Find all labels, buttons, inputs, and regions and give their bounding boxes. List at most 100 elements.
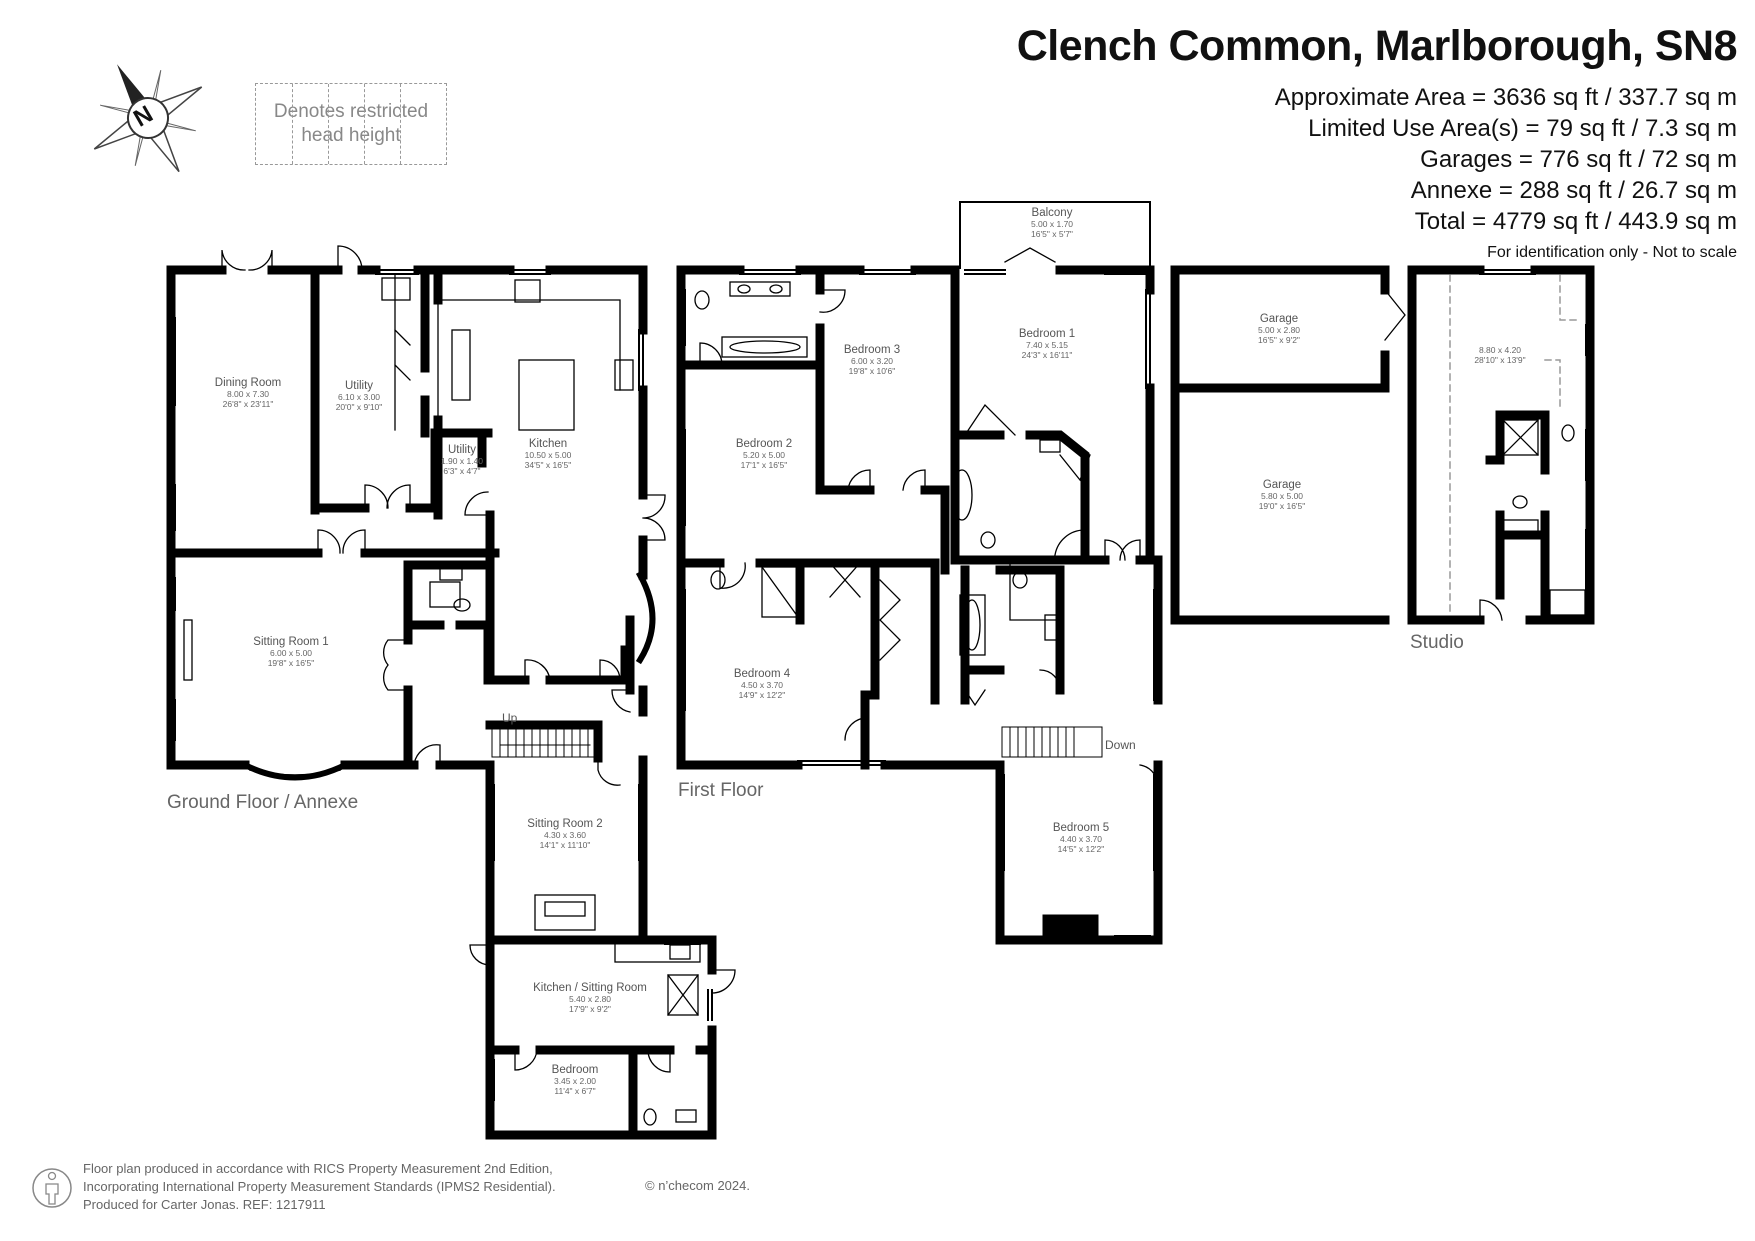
room-metric: 4.30 x 3.60 [543,830,587,841]
room-imperial: 19'8" x 16'5" [267,657,315,668]
ground-floor-walls [166,265,717,1140]
room-imperial: 24'3" x 16'11" [1021,349,1073,360]
first-floor-label: First Floor [678,780,764,801]
room-name: Garage [1262,479,1302,491]
room-name: Utility [344,380,374,392]
room-kitchen: Kitchen 10.50 x 5.00 34'5" x 16'5" [525,438,572,471]
room-imperial: 16'5" x 9'2" [1258,334,1300,345]
room-imperial: 17'1" x 16'5" [740,459,788,470]
room-name: Sitting Room 1 [253,636,329,648]
room-metric: 6.00 x 3.20 [850,356,894,367]
ground-floor-label: Ground Floor / Annexe [167,792,359,813]
room-name: Bedroom 3 [843,344,901,356]
room-metric: 8.00 x 7.30 [226,389,270,400]
room-metric: 5.40 x 2.80 [568,994,612,1005]
room-imperial: 28'10" x 13'9" [1474,354,1526,365]
restricted-height-legend: Denotes restricted head height [255,83,447,165]
limited-use-area: Limited Use Area(s) = 79 sq ft / 7.3 sq … [1308,115,1737,142]
room-metric: 10.50 x 5.00 [524,450,572,461]
stairs-up-label: Up [502,711,518,725]
room-metric: 6.00 x 5.00 [269,648,313,659]
footer-line1: Floor plan produced in accordance with R… [83,1161,553,1176]
property-title: Clench Common, Marlborough, SN8 [1016,22,1738,70]
room-balcony: Balcony 5.00 x 1.70 16'5" x 5'7" [1031,207,1073,240]
first-floor-windows [680,269,1159,941]
room-bedroom-2: Bedroom 2 5.20 x 5.00 17'1" x 16'5" [736,438,792,471]
room-metric: 5.00 x 1.70 [1030,219,1074,230]
garage-walls [1170,265,1390,625]
footer-line3: Produced for Carter Jonas. REF: 1217911 [83,1197,326,1212]
first-floor-doors [699,247,1159,791]
room-imperial: 19'8" x 10'6" [848,365,896,376]
copyright: © n’checom 2024. [645,1178,750,1193]
stairs-down-label: Down [1105,738,1136,752]
room-name: Bedroom 4 [733,668,791,680]
room-name: Bedroom 2 [735,438,793,450]
room-sitting-1: Sitting Room 1 6.00 x 5.00 19'8" x 16'5" [253,636,328,669]
room-garage-2: Garage 5.80 x 5.00 19'0" x 16'5" [1259,479,1306,512]
bay-window-kitchen [635,570,656,665]
footer-line2: Incorporating International Property Mea… [83,1179,556,1194]
kitchen-fittings [183,274,701,1126]
room-name: Balcony [1031,207,1073,219]
studio-windows [1479,269,1591,591]
room-name: Garage [1259,313,1299,325]
room-imperial: 34'5" x 16'5" [524,459,572,470]
chimney [1042,914,1099,938]
room-imperial: 26'8" x 23'11" [222,398,274,409]
room-name: Sitting Room 2 [527,818,603,830]
room-imperial: 19'0" x 16'5" [1258,500,1306,511]
room-name: Bedroom [551,1064,599,1076]
room-name: Kitchen / Sitting Room [533,982,647,994]
studio-walls [1407,265,1595,625]
room-imperial: 14'9" x 12'2" [738,689,786,700]
ground-floor-windows [170,269,713,1101]
ground-stairs [491,726,597,758]
first-stairs [1001,726,1103,758]
ground-floor-doors [221,245,736,1073]
room-annexe-kitchen: Kitchen / Sitting Room 5.40 x 2.80 17'9"… [533,982,647,1015]
room-metric: 4.40 x 3.70 [1059,834,1103,845]
total-area: Total = 4779 sq ft / 443.9 sq m [1414,208,1737,235]
room-bedroom-3: Bedroom 3 6.00 x 3.20 19'8" x 10'6" [844,344,900,377]
approximate-area: Approximate Area = 3636 sq ft / 337.7 sq… [1274,84,1737,111]
room-metric: 1.90 x 1.40 [440,456,484,467]
room-utility-2: Utility 1.90 x 1.40 6'3" x 4'7" [441,444,483,477]
room-name: Bedroom 1 [1018,328,1076,340]
room-imperial: 20'0" x 9'10" [335,401,383,412]
room-garage-1: Garage 5.00 x 2.80 16'5" x 9'2" [1258,313,1300,346]
room-metric: 5.80 x 5.00 [1260,491,1304,502]
room-metric: 8.80 x 4.20 [1478,345,1522,355]
room-name: Kitchen [528,438,568,450]
room-bedroom-1: Bedroom 1 7.40 x 5.15 24'3" x 16'11" [1019,328,1075,361]
room-metric: 5.20 x 5.00 [742,450,786,461]
room-dining: Dining Room 8.00 x 7.30 26'8" x 23'11" [215,377,281,410]
compass-icon [93,64,203,173]
room-imperial: 6'3" x 4'7" [443,465,481,476]
restricted-height-lines [1449,274,1581,616]
studio-label: Studio [1410,632,1464,653]
footer-text: Floor plan produced in accordance with R… [83,1160,556,1214]
room-metric: 6.10 x 3.00 [337,392,381,403]
room-metric: 4.50 x 3.70 [740,680,784,691]
room-name: Bedroom 5 [1052,822,1110,834]
room-metric: 3.45 x 2.00 [553,1076,597,1087]
room-imperial: 11'4" x 6'7" [554,1085,596,1096]
legend-line1: Denotes restricted [273,101,429,122]
studio-fittings [1479,419,1586,621]
room-bedroom-4: Bedroom 4 4.50 x 3.70 14'9" x 12'2" [734,668,790,701]
room-metric: 7.40 x 5.15 [1025,340,1069,351]
room-sitting-2: Sitting Room 2 4.30 x 3.60 14'1" x 11'10… [527,818,602,851]
room-bedroom-5: Bedroom 5 4.40 x 3.70 14'5" x 12'2" [1053,822,1109,855]
bay-window-sitting1 [240,760,350,781]
legend-line2: head height [301,125,401,146]
room-utility-1: Utility 6.10 x 3.00 20'0" x 9'10" [336,380,383,413]
room-metric: 5.00 x 2.80 [1257,325,1301,336]
room-name: Utility [447,444,477,456]
room-imperial: 14'5" x 12'2" [1057,843,1105,854]
identification-note: For identification only - Not to scale [1487,244,1737,261]
person-scale-icon [32,1168,72,1208]
annexe-area: Annexe = 288 sq ft / 26.7 sq m [1410,177,1737,204]
balcony-rail [959,201,1151,269]
